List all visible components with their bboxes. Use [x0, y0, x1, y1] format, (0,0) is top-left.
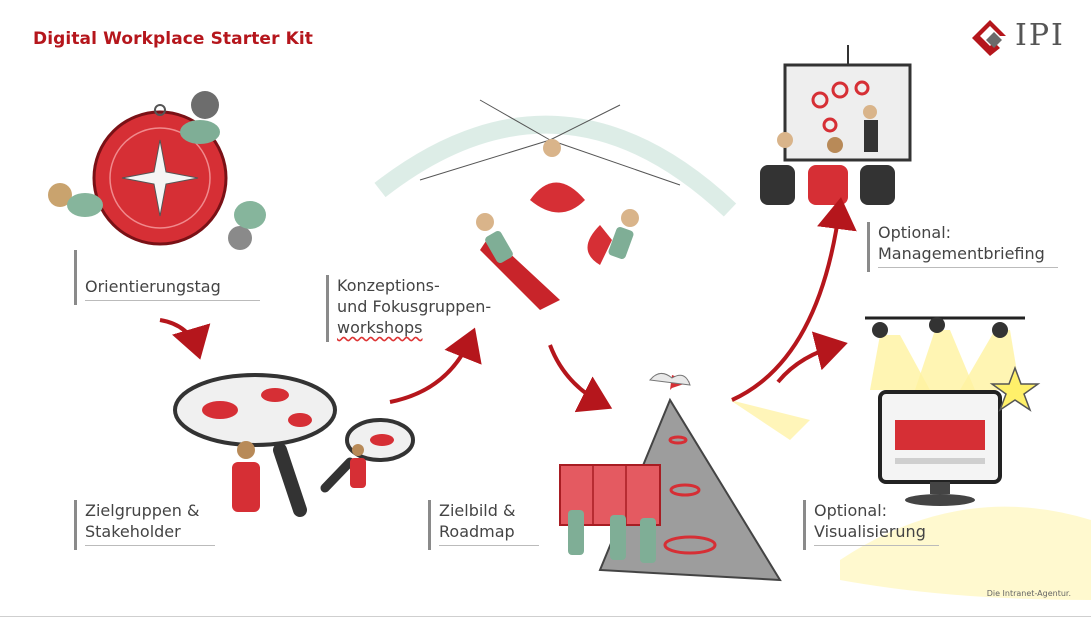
- step-label-line: Optional:: [878, 222, 1063, 243]
- footer-tagline: Die Intranet-Agentur.: [987, 589, 1071, 598]
- magnifier-illustration: [175, 375, 413, 512]
- step-label-zielgruppen: Zielgruppen & Stakeholder: [74, 500, 235, 550]
- mountain-roadmap-illustration: [560, 373, 810, 580]
- step-label-line: Visualisierung: [814, 521, 964, 542]
- step-label-visualisierung: Optional: Visualisierung: [803, 500, 964, 550]
- step-label-line: Zielgruppen &: [85, 500, 235, 521]
- step-label-line: und Fokusgruppen-: [337, 296, 527, 317]
- step-label-line: Konzeptions-: [337, 275, 527, 296]
- visualization-monitor-illustration: [840, 317, 1091, 600]
- step-label-line: Zielbild &: [439, 500, 559, 521]
- step-label-line: Optional:: [814, 500, 964, 521]
- step-label-line: Orientierungstag: [85, 276, 255, 297]
- step-label-line: workshops: [337, 317, 527, 338]
- compass-illustration: [48, 91, 266, 250]
- step-label-line: Stakeholder: [85, 521, 235, 542]
- management-briefing-illustration: [760, 45, 910, 205]
- step-label-workshops: Konzeptions- und Fokusgruppen- workshops: [326, 275, 527, 342]
- step-label-orientierungstag: Orientierungstag: [74, 250, 255, 305]
- step-label-managementbriefing: Optional: Managementbriefing: [867, 222, 1063, 272]
- step-label-line: Roadmap: [439, 521, 559, 542]
- step-label-zielbild-roadmap: Zielbild & Roadmap: [428, 500, 559, 550]
- step-label-line: Managementbriefing: [878, 243, 1063, 264]
